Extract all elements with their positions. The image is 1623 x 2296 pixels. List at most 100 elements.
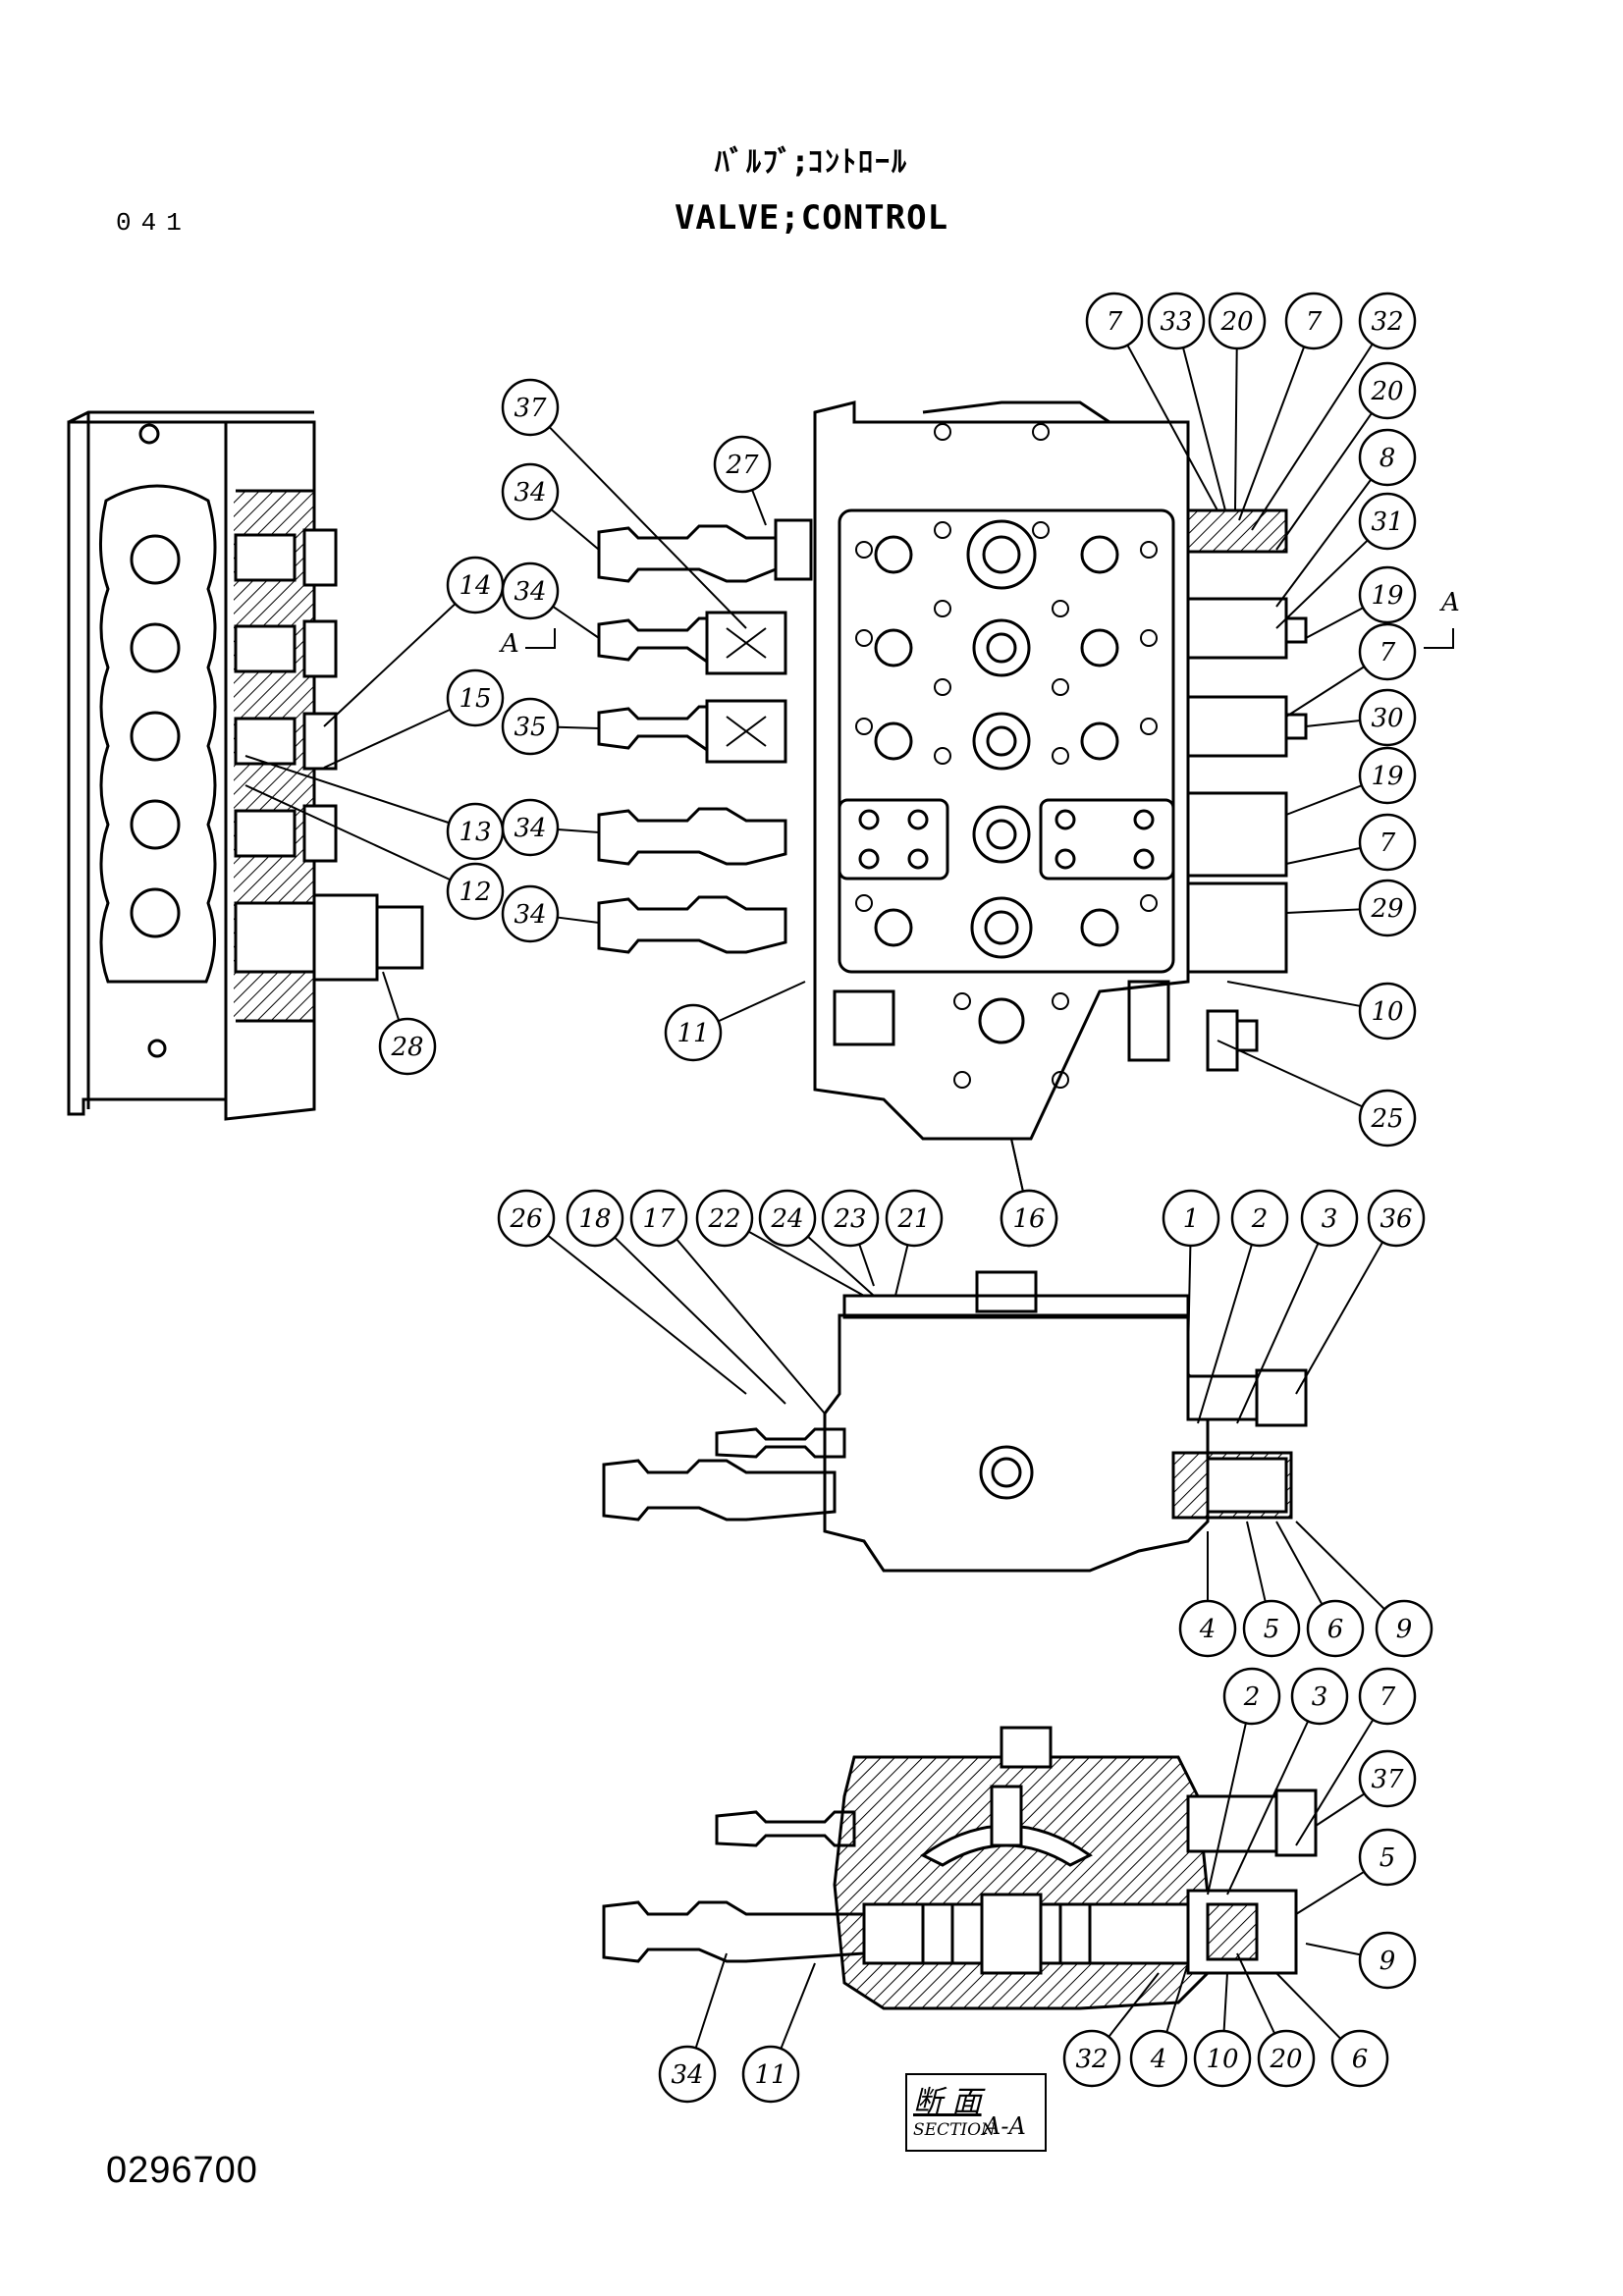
callout-circle [1129,2029,1188,2088]
callout-circle [1257,2029,1316,2088]
callout-circle [885,1189,944,1248]
callout-circle [1306,1599,1365,1658]
callout-circle [1358,1667,1417,1726]
leader-line [747,1230,865,1297]
leader-line [1275,1972,1342,2040]
callout-circle [1062,2029,1121,2088]
callout-circle [1358,428,1417,487]
callout-label: 24 [770,1204,803,1234]
callout-label: 30 [1371,704,1403,733]
top-view [602,1270,1308,1573]
leader-line [323,708,451,769]
section-label-box: 断 面 SECTION A-A [905,2073,1047,2152]
callout-label: 28 [390,1033,423,1062]
callout-circle [1290,1667,1349,1726]
leader-line [244,784,451,881]
callout-label: 19 [1371,581,1403,611]
leader-line [1275,412,1373,551]
callout-label: 32 [1075,2045,1108,2074]
callout-label: 5 [1264,1615,1280,1644]
callout-label: 32 [1371,307,1403,337]
leader-line [1222,1972,1228,2032]
leader-line [1305,607,1364,639]
callout-circle [1358,746,1417,805]
leader-line [614,1236,786,1405]
callout-circle [1358,622,1417,681]
callout-circle [658,2045,717,2104]
callout-label: 9 [1396,1615,1413,1644]
callout-label: 34 [671,2060,703,2090]
callout-label: 7 [1306,307,1323,337]
leader-line [547,1234,747,1395]
section-label-jp: 断 面 [913,2085,982,2119]
leader-line [694,1952,728,2049]
callout-label: 6 [1352,2045,1369,2074]
callout-label: 6 [1327,1615,1344,1644]
callout-circle [741,2045,800,2104]
leader-line [323,603,457,727]
leader-line [550,508,600,551]
callout-label: 20 [1219,307,1253,337]
leader-line [1295,1719,1375,1846]
callout-label: 10 [1206,2045,1238,2074]
callout-label: 18 [578,1204,611,1234]
callout-circle [1358,1089,1417,1148]
callout-label: 23 [833,1204,866,1234]
callout-circle [1358,492,1417,551]
callout-circle [1358,1749,1417,1808]
title-english: VALVE;CONTROL [674,198,949,238]
leader-line [382,971,401,1021]
callout-circle [497,1189,556,1248]
leader-line [1305,1943,1361,1956]
leader-line [1275,478,1373,608]
leader-line [1246,1521,1267,1602]
callout-circle [1284,292,1343,350]
callout-circle [1358,1828,1417,1887]
callout-label: 20 [1370,377,1403,406]
leader-line [751,489,767,526]
callout-circle [1178,1599,1237,1658]
leader-line [1010,1138,1024,1192]
leader-line [858,1244,875,1287]
callout-circle [1367,1189,1426,1248]
leader-line [1285,666,1365,718]
callout-label: 7 [1380,638,1396,667]
callout-label: 7 [1380,1682,1396,1712]
callout-label: 37 [514,394,547,423]
callout-circle [501,462,560,521]
section-label-en: SECTION [913,2120,996,2140]
callout-circle [446,668,505,727]
leader-line [1165,1962,1189,2033]
callout-label: 17 [642,1204,676,1234]
callout-label: 34 [514,814,546,843]
leader-line [1305,720,1361,727]
callout-circle [1358,565,1417,624]
callout-circle [1208,292,1267,350]
callout-circle [1300,1189,1359,1248]
callout-label: 22 [707,1204,740,1234]
section-marker-right: A [1439,588,1460,617]
callout-label: 26 [509,1204,542,1234]
section-view [602,1726,1318,2010]
leader-line [1295,1870,1365,1915]
title-japanese: ﾊﾞﾙﾌﾞ;ｺﾝﾄﾛｰﾙ [715,145,908,180]
callout-circle [1358,982,1417,1041]
callout-label: 3 [1312,1682,1328,1712]
callout-circle [1358,361,1417,420]
callout-label: 4 [1199,1615,1217,1644]
front-view [525,400,1454,1141]
leader-line [244,755,450,825]
callout-label: 7 [1107,307,1123,337]
page-number: 041 [116,208,191,238]
leader-line [1108,1972,1160,2038]
callout-circle [1230,1189,1289,1248]
callout-circle [1000,1189,1058,1248]
leader-line [718,981,806,1023]
callout-circle [501,378,560,437]
section-label-suffix: A-A [984,2112,1026,2140]
leader-line [1182,347,1226,511]
callout-circle [1330,2029,1389,2088]
leader-line [1251,343,1374,531]
leader-line [676,1238,826,1415]
callout-label: 10 [1371,997,1403,1027]
